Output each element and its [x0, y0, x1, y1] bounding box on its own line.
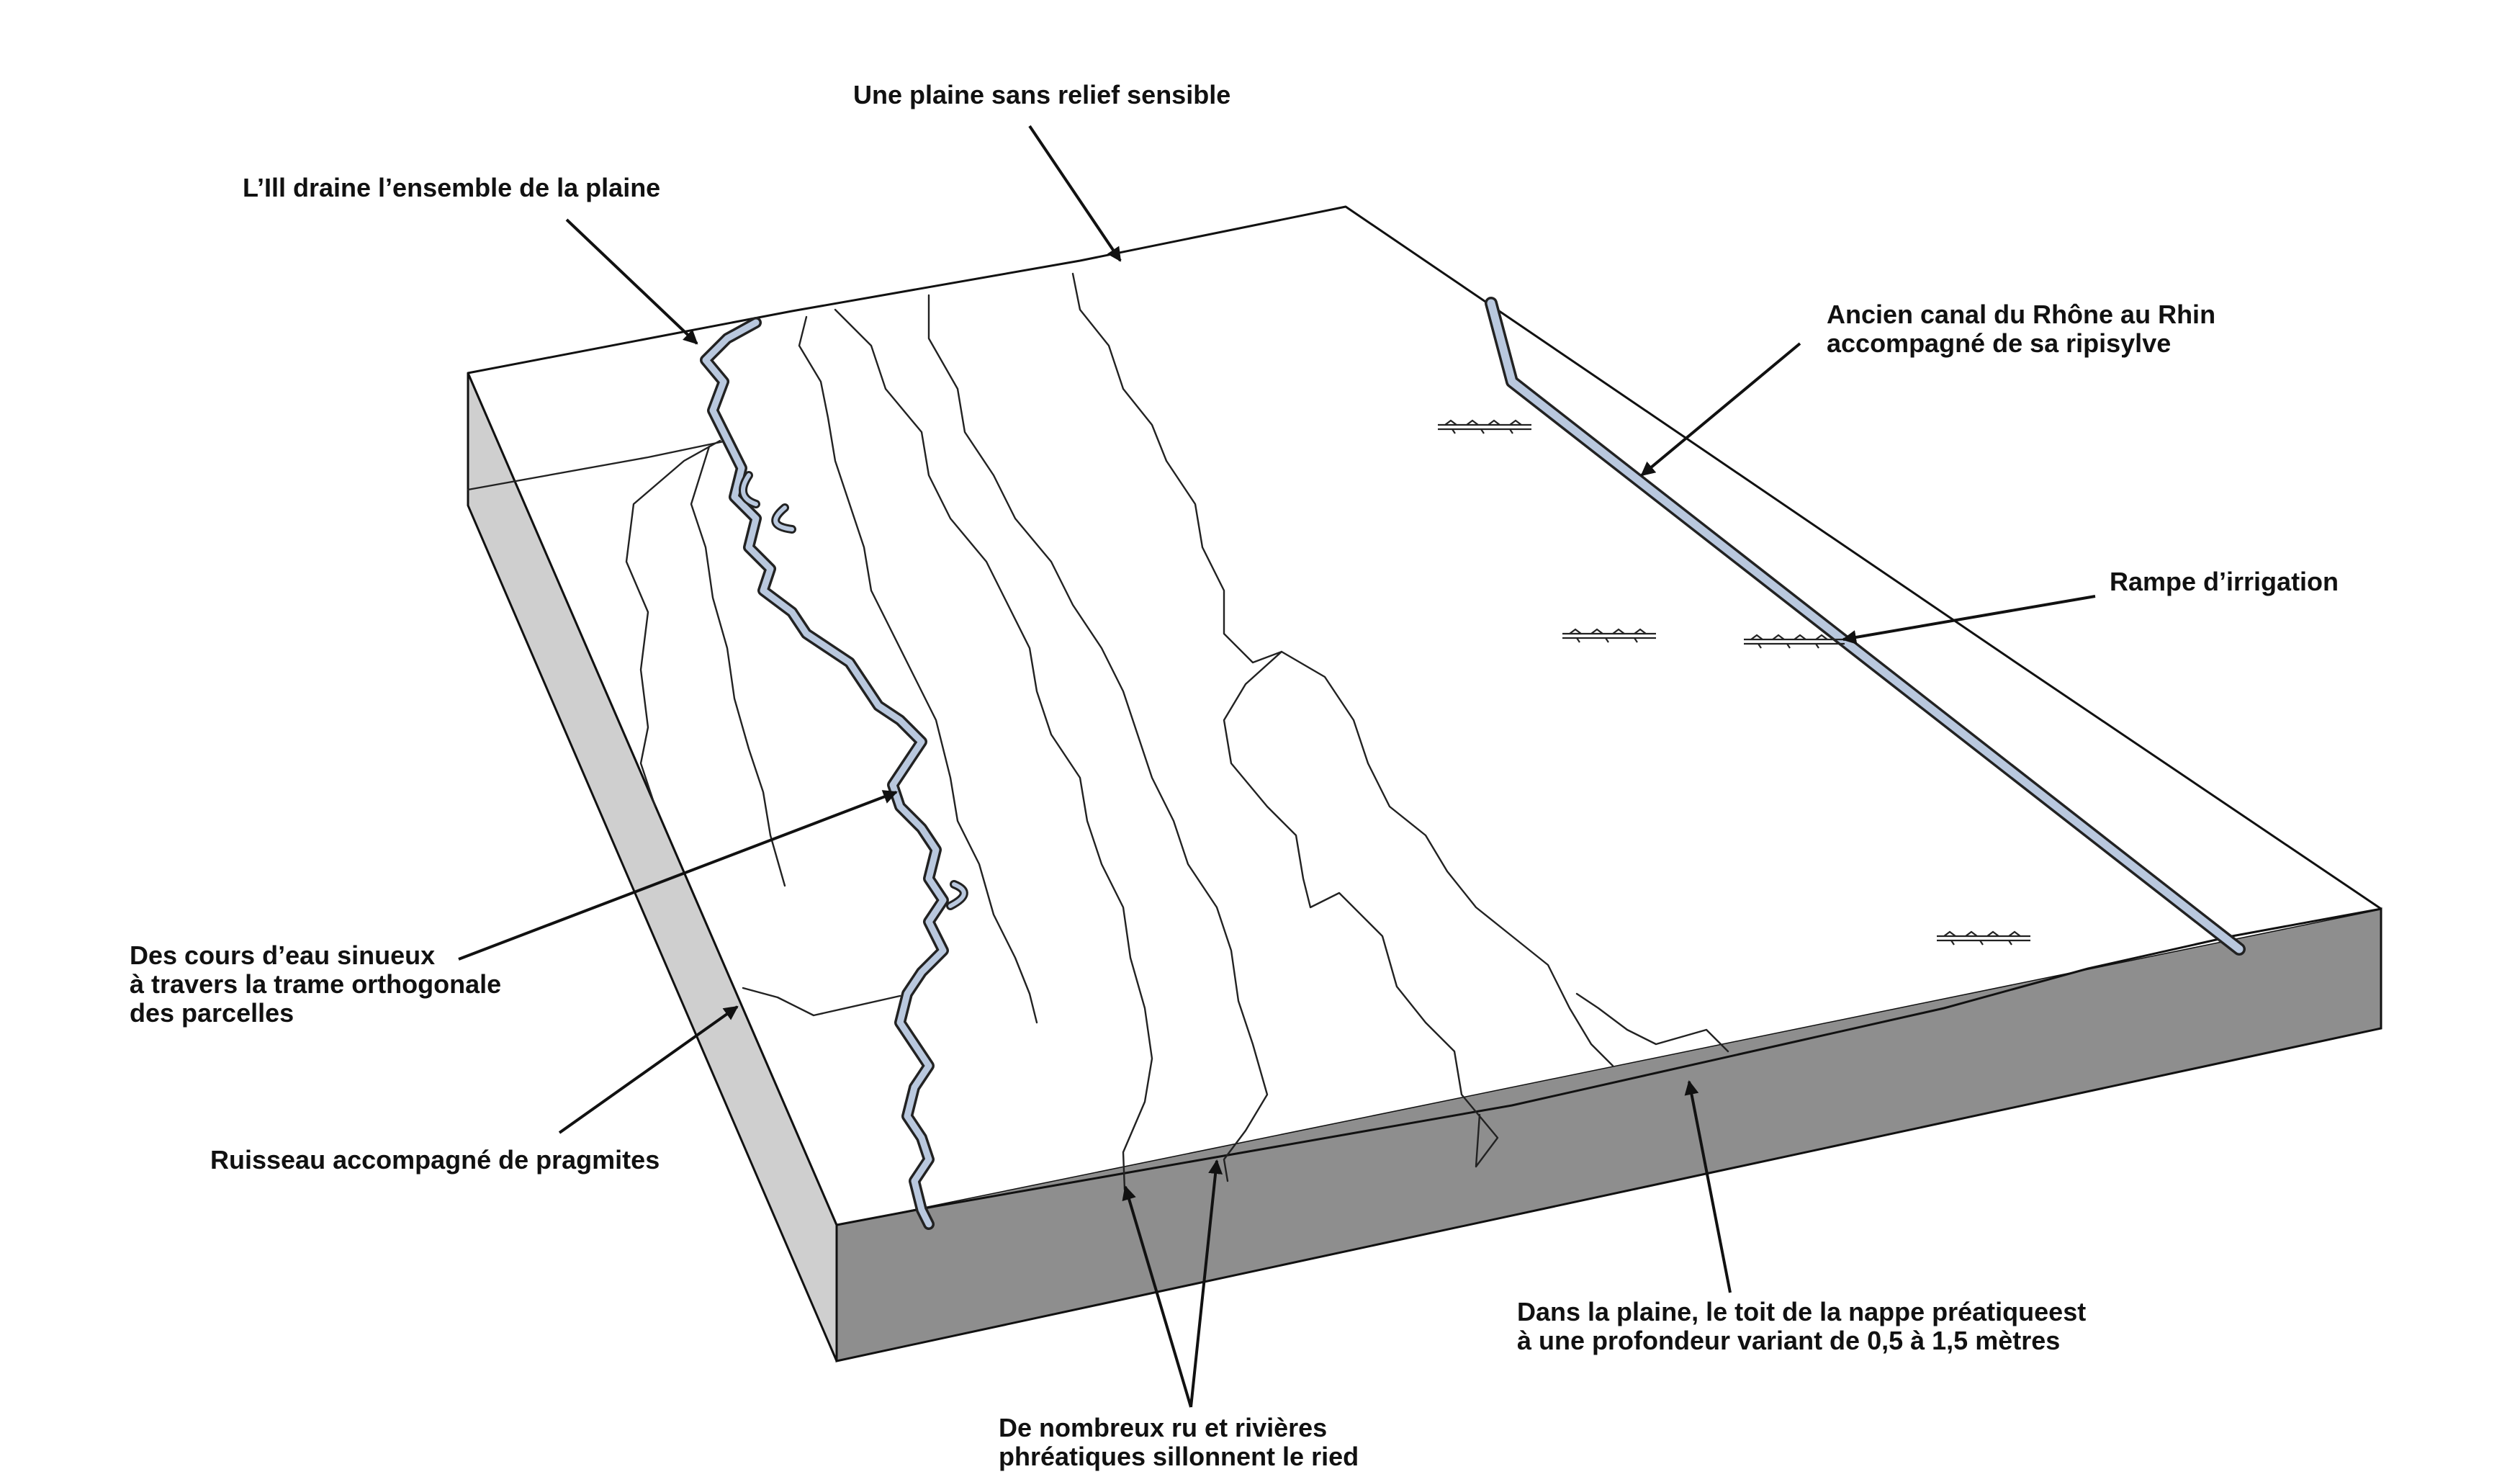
- plain-surface: [468, 207, 2381, 1225]
- parcel-line: [467, 439, 729, 491]
- oxbow: [741, 473, 758, 506]
- label-canal-line2: accompagné de sa ripisylve: [1827, 328, 2171, 358]
- label-cours-line2: à travers la trame orthogonale: [130, 969, 501, 999]
- arrow-rampe: [1842, 595, 2096, 645]
- stream: [798, 315, 1038, 1024]
- arrow-canal: [1640, 342, 1801, 477]
- stream: [1280, 650, 1614, 1067]
- label-ru-line1: De nombreux ru et rivières: [999, 1413, 1327, 1442]
- oxbow: [773, 506, 794, 531]
- arrow-ill: [565, 218, 698, 345]
- stream: [834, 308, 1153, 1191]
- label-nappe-line2: à une profondeur variant de 0,5 à 1,5 mè…: [1517, 1326, 2060, 1355]
- irrigation-ramp: [1562, 628, 1656, 643]
- arrow-ruisseau: [558, 1005, 739, 1134]
- ill-river-water: [702, 319, 947, 1228]
- arrow-ru-left: [1122, 1185, 1192, 1408]
- stream: [625, 439, 721, 808]
- label-cours-line1: Des cours d’eau sinueux: [130, 940, 435, 970]
- label-ru-line2: phréatiques sillonnent le ried: [999, 1442, 1359, 1471]
- label-cours-line3: des parcelles: [130, 998, 294, 1028]
- label-ruisseau: Ruisseau accompagné de pragmites: [210, 1145, 660, 1175]
- arrow-plaine: [1028, 125, 1122, 262]
- label-plaine: Une plaine sans relief sensible: [853, 80, 1230, 109]
- plain-edge: [467, 205, 2382, 1226]
- arrow-nappe: [1684, 1080, 1732, 1293]
- label-ill: L’Ill draine l’ensemble de la plaine: [243, 173, 660, 202]
- arrow-ru-right: [1189, 1159, 1223, 1408]
- canal-water: [1487, 299, 2244, 953]
- stream: [1071, 272, 1499, 1168]
- oxbow: [948, 882, 966, 908]
- stream: [927, 294, 1269, 1182]
- label-rampe: Rampe d’irrigation: [2110, 567, 2339, 596]
- irrigation-ramp: [1744, 634, 1845, 649]
- irrigation-ramp: [1438, 419, 1531, 434]
- parcel-line: [742, 987, 901, 1017]
- label-nappe-line1: Dans la plaine, le toit de la nappe préa…: [1517, 1297, 2086, 1326]
- arrow-cours: [458, 790, 898, 961]
- stream: [1575, 992, 1729, 1053]
- irrigation-ramp: [1937, 930, 2030, 946]
- stream: [690, 445, 786, 887]
- label-canal-line1: Ancien canal du Rhône au Rhin: [1827, 300, 2215, 329]
